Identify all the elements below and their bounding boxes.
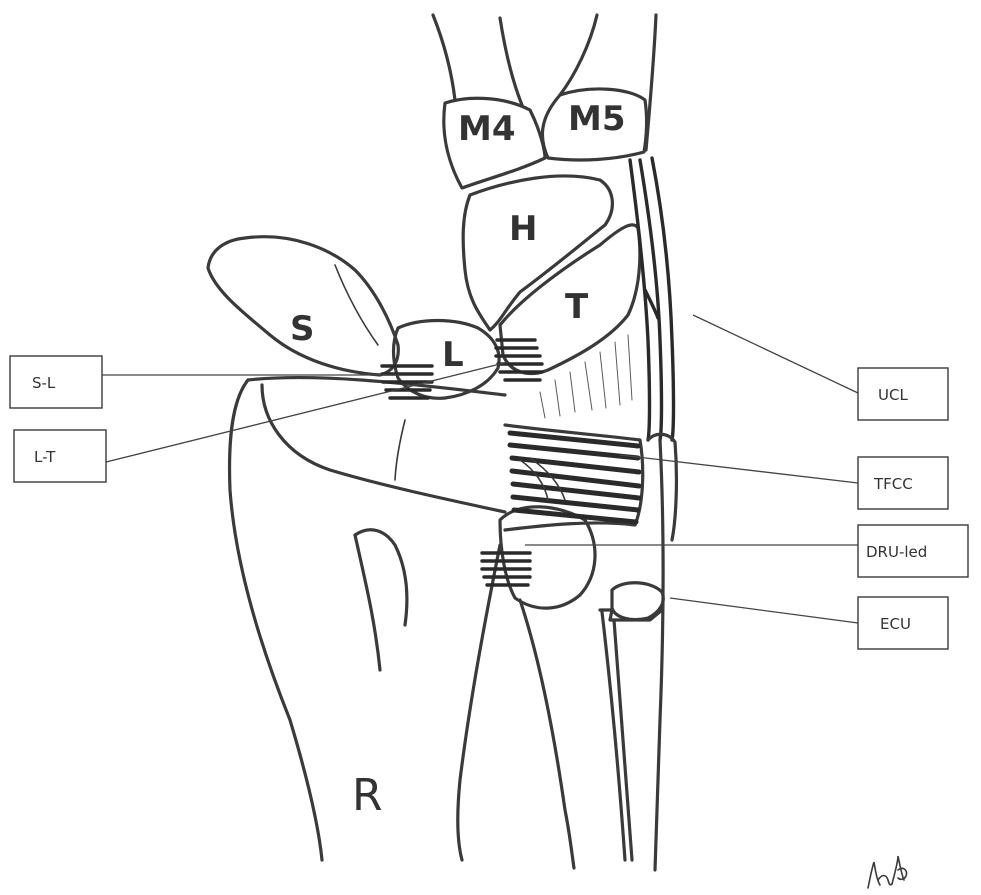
- ecu-callout: ECU: [858, 597, 948, 649]
- lt-callout-label: L-T: [34, 448, 56, 466]
- ucl-leader-line: [693, 315, 858, 393]
- ulnar-collateral-ligament: [630, 158, 674, 440]
- radius-articular-rim: [262, 385, 505, 512]
- lt-callout: L-T: [14, 430, 106, 482]
- scaphoid-inner-contour: [335, 265, 378, 345]
- sl-callout-label: S-L: [32, 374, 56, 392]
- radius-inner-ridge: [355, 530, 407, 625]
- druled-callout: DRU-led: [858, 525, 968, 577]
- druj-ligament-fibers: [482, 553, 530, 585]
- radius-inner-ridge-2: [355, 535, 380, 670]
- scaphoid-label: S: [290, 309, 315, 349]
- tfcc-callout: TFCC: [858, 457, 948, 509]
- druled-callout-label: DRU-led: [866, 543, 927, 561]
- m4-label: M4: [458, 109, 516, 149]
- signature-mark: [868, 856, 906, 888]
- radius-label: R: [352, 770, 383, 821]
- ecu-tendon: [600, 583, 663, 860]
- ulna-shaft: [520, 600, 574, 868]
- m5-label: M5: [568, 99, 626, 139]
- scaphoid-bone: [208, 237, 398, 375]
- tfcc-leader-line: [620, 455, 858, 483]
- lunate-label: L: [442, 335, 464, 375]
- ecu-leader-line: [670, 598, 858, 623]
- sl-callout: S-L: [10, 356, 102, 408]
- ucl-callout: UCL: [858, 368, 948, 420]
- hamate-label: H: [509, 209, 537, 249]
- ucl-callout-label: UCL: [878, 386, 908, 404]
- ulnocarpal-fibers: [540, 335, 632, 418]
- radius-shaft-medial: [458, 545, 500, 860]
- tfcc-complex: [505, 425, 643, 530]
- radius-styloid-line: [395, 420, 405, 480]
- ecu-callout-label: ECU: [880, 615, 911, 633]
- tfcc-callout-label: TFCC: [873, 475, 913, 493]
- ulna-shaft-lateral: [655, 440, 663, 870]
- triquetrum-label: T: [565, 287, 589, 327]
